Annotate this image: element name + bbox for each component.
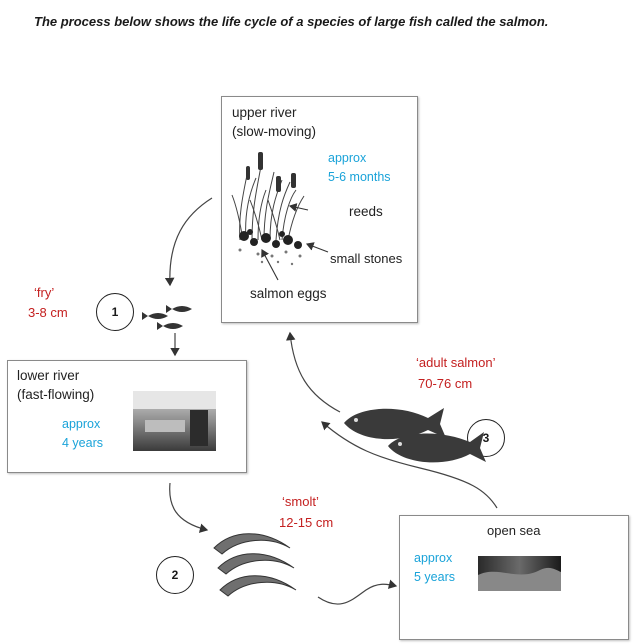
sea-duration-approx: approx — [414, 551, 453, 565]
eggs-label: salmon eggs — [250, 286, 327, 301]
eggs-icon — [239, 229, 302, 249]
open-sea-heading: open sea — [487, 523, 541, 538]
reeds-label: reeds — [349, 204, 383, 219]
reeds-icon — [231, 159, 305, 241]
sea-photo — [478, 556, 561, 591]
stones-label: small stones — [330, 251, 403, 266]
arrow-adult-to-upper — [285, 331, 341, 413]
smolt-size: 12-15 cm — [279, 515, 334, 530]
upper-duration-approx: approx — [328, 151, 367, 165]
step-1-marker: 1 — [96, 293, 134, 331]
diagram-title: The process below shows the life cycle o… — [34, 14, 549, 29]
lower-duration-value: 4 years — [62, 436, 103, 450]
fry-label: ‘fry’ — [34, 285, 55, 300]
arrow-smolt-to-sea — [317, 579, 398, 605]
lower-river-subheading: (fast-flowing) — [17, 387, 95, 402]
river-photo — [133, 391, 216, 451]
adult-salmon-icon — [344, 408, 486, 463]
reed-heads — [246, 152, 296, 192]
lower-river-heading: lower river — [17, 368, 80, 383]
arrow-sea-to-adult — [321, 421, 498, 509]
adult-label: ‘adult salmon’ — [416, 355, 496, 370]
fry-size: 3-8 cm — [28, 305, 68, 320]
smolt-fish-icon — [213, 533, 297, 597]
smolt-label: ‘smolt’ — [282, 494, 319, 509]
lower-duration-approx: approx — [62, 417, 101, 431]
adult-size: 70-76 cm — [418, 376, 473, 391]
upper-duration-value: 5-6 months — [328, 170, 391, 184]
arrow-upper-to-fry — [164, 197, 213, 287]
fry-fish-icon — [142, 305, 192, 330]
upper-river-subheading: (slow-moving) — [232, 124, 317, 139]
upper-river-heading: upper river — [232, 105, 297, 120]
step-2-marker: 2 — [156, 556, 194, 594]
sea-duration-value: 5 years — [414, 570, 455, 584]
arrow-lower-to-smolt — [169, 482, 209, 533]
